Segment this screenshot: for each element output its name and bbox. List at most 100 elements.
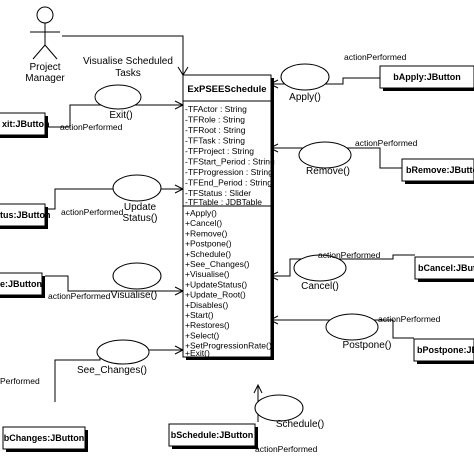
use-case-visualise: Visualise() xyxy=(111,262,162,301)
method-remove: +Remove() xyxy=(185,228,227,238)
exit-button-label: xit:JButton xyxy=(2,119,50,129)
attribute-tfproject: -TFProject : String xyxy=(185,146,254,156)
apply-label: Apply() xyxy=(289,92,321,103)
actor-link-label-line2: Tasks xyxy=(115,68,141,79)
method-update-root: +Update_Root() xyxy=(185,290,246,300)
cancel-label: Cancel() xyxy=(301,281,339,292)
button-class-postpone: bPostpone:JBu xyxy=(413,338,474,364)
attribute-tftable: -TFTable : JDBTable xyxy=(185,197,262,207)
attribute-tftask: -TFTask : String xyxy=(185,136,245,146)
attribute-tfprogression: -TFProgression : String xyxy=(185,167,273,177)
actor-association: Visualise Scheduled Tasks xyxy=(62,35,189,79)
postpone-label: Postpone() xyxy=(343,340,392,351)
button-class-changes: bChanges:JButton xyxy=(2,426,88,452)
event-remove: actionPerformed xyxy=(355,138,418,148)
method-disables: +Disables() xyxy=(185,300,228,310)
apply-ellipse xyxy=(280,63,330,91)
attribute-tfend-period: -TFEnd_Period : String xyxy=(185,178,272,188)
event-visualise: actionPerformed xyxy=(48,291,111,301)
method-see-changes: +See_Changes() xyxy=(185,259,250,269)
method-cancel: +Cancel() xyxy=(185,218,222,228)
button-class-remove: bRemove:JButton xyxy=(401,158,474,184)
event-apply: actionPerformed xyxy=(344,52,407,62)
button-class-apply: bApply:JButton xyxy=(379,65,474,91)
attribute-tfstart-period: -TFStart_Period : String xyxy=(185,157,275,167)
use-case-exit: Exit() xyxy=(94,84,142,121)
visualise-button-box xyxy=(0,272,43,296)
remove-button-label: bRemove:JButton xyxy=(406,165,474,175)
method-visualise: +Visualise() xyxy=(185,269,230,279)
method-restores: +Restores() xyxy=(185,320,230,330)
event-postpone: actionPerformed xyxy=(378,314,441,324)
exit-button-box xyxy=(0,112,46,136)
actor-link-label-line1: Visualise Scheduled xyxy=(83,56,173,67)
event-see-changes: Performed xyxy=(0,376,40,386)
method-postpone: +Postpone() xyxy=(185,239,232,249)
update-status-label-line1: Update xyxy=(124,202,157,213)
visualise-label: Visualise() xyxy=(111,290,158,301)
use-case-see-changes: See_Changes() xyxy=(77,339,150,376)
changes-button-label: bChanges:JButton xyxy=(4,433,85,443)
button-class-schedule: bSchedule:JButton xyxy=(168,423,258,449)
schedule-ellipse xyxy=(254,394,304,422)
attribute-tfactor: -TFActor : String xyxy=(185,104,247,114)
event-cancel: actionPerformed xyxy=(318,250,381,260)
update-status-ellipse xyxy=(112,174,162,202)
use-case-update-status: Update Status() xyxy=(112,174,162,224)
class-box xyxy=(182,74,272,358)
cancel-button-box xyxy=(414,256,474,280)
actor-name-line1: Project xyxy=(29,62,60,73)
see-changes-label: See_Changes() xyxy=(77,365,147,376)
schedule-button-label: bSchedule:JButton xyxy=(171,430,254,440)
button-class-cancel: bCancel:JBut xyxy=(414,256,474,282)
project-manager-actor: Project Manager xyxy=(25,6,65,84)
attribute-tfroot: -TFRoot : String xyxy=(185,125,246,135)
method-update-status: +UpdateStatus() xyxy=(185,279,247,289)
cancel-ellipse xyxy=(293,254,347,282)
remove-label: Remove() xyxy=(306,166,350,177)
actor-head xyxy=(36,6,54,24)
use-case-schedule: Schedule() xyxy=(254,394,324,430)
postpone-ellipse xyxy=(325,313,379,341)
connection-lines xyxy=(45,77,415,422)
button-class-visualise: e:JButton xyxy=(0,272,45,298)
visualise-ellipse xyxy=(112,262,162,290)
method-schedule: +Schedule() xyxy=(185,249,231,259)
update-status-label-line2: Status() xyxy=(122,213,157,224)
remove-ellipse xyxy=(298,141,352,169)
method-exit: +Exit() xyxy=(185,348,210,358)
apply-button-box xyxy=(379,65,474,89)
event-labels: actionPerformed actionPerformed actionPe… xyxy=(0,52,441,454)
actor-name-line2: Manager xyxy=(25,73,65,84)
button-class-status: tus:JButton xyxy=(0,203,51,229)
postpone-button-label: bPostpone:JBu xyxy=(417,345,474,355)
apply-button-label: bApply:JButton xyxy=(393,72,461,82)
visualise-button-label: e:JButton xyxy=(0,279,42,289)
event-schedule: actionPerformed xyxy=(255,444,318,454)
use-case-apply: Apply() xyxy=(280,63,330,103)
use-case-postpone: Postpone() xyxy=(325,313,392,351)
expsee-schedule-class: ExPSEESchedule -TFActor : String -TFRole… xyxy=(182,74,275,360)
method-set-progression-rate: +SetProgressionRate() xyxy=(185,341,272,351)
remove-button-box xyxy=(401,158,474,182)
postpone-button-box xyxy=(413,338,474,362)
button-class-exit: xit:JButton xyxy=(0,112,50,138)
schedule-label: Schedule() xyxy=(276,419,324,430)
class-name: ExPSEESchedule xyxy=(187,84,266,95)
status-button-box xyxy=(0,203,46,227)
event-exit: actionPerformed xyxy=(60,122,123,132)
method-select: +Select() xyxy=(185,330,219,340)
exit-label: Exit() xyxy=(109,110,132,121)
event-update: actionPerformed xyxy=(61,207,124,217)
attribute-tfrole: -TFRole : String xyxy=(185,115,245,125)
see-changes-ellipse xyxy=(96,339,150,365)
method-apply: +Apply() xyxy=(185,208,217,218)
attribute-tfstatus: -TFStatus : Slider xyxy=(185,188,251,198)
status-button-label: tus:JButton xyxy=(0,210,51,220)
use-case-cancel: Cancel() xyxy=(293,254,347,292)
changes-button-box xyxy=(2,426,86,450)
use-case-remove: Remove() xyxy=(298,141,352,177)
method-start: +Start() xyxy=(185,310,214,320)
schedule-button-box xyxy=(168,423,256,447)
